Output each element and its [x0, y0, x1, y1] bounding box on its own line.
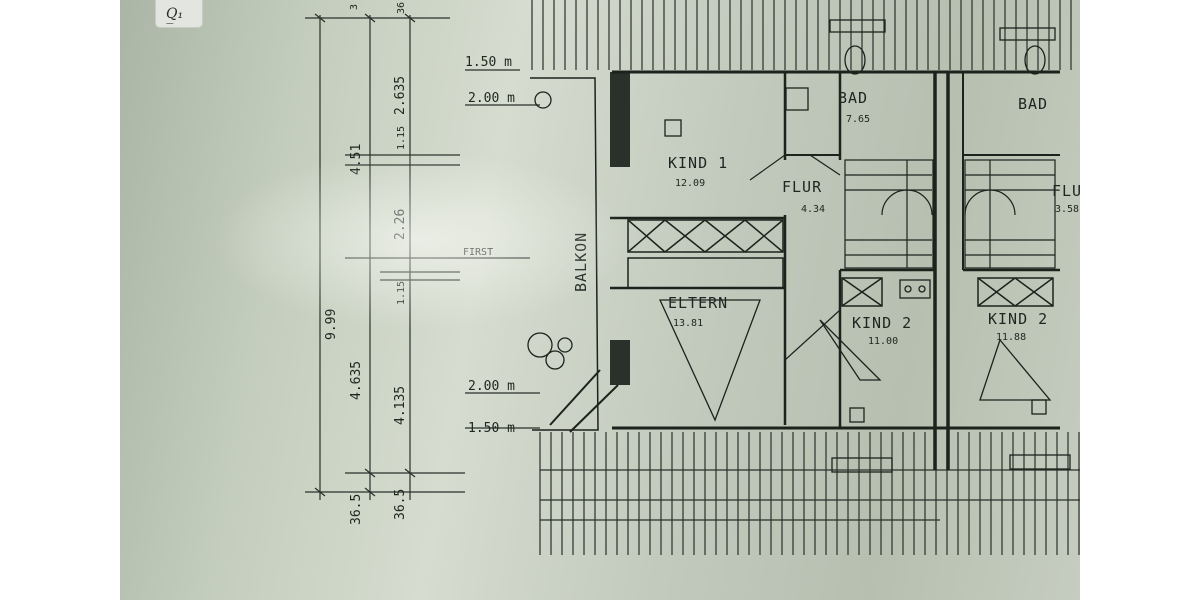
room-kind2-left-area: 11.00: [868, 336, 898, 347]
document-app-icon[interactable]: Q̲₁: [155, 0, 203, 28]
dim-2635: 2.635: [393, 76, 408, 115]
dim-top-200: 2.00 m: [468, 91, 515, 106]
dim-115-b: 1.15: [396, 281, 407, 305]
room-kind1-area: 12.09: [675, 178, 705, 189]
room-flur-left-area: 4.34: [801, 204, 825, 215]
room-eltern-area: 13.81: [673, 318, 703, 329]
room-flur-right-area: 3.58: [1055, 204, 1079, 215]
room-kind2-right-area: 11.88: [996, 332, 1026, 343]
room-kind2-left-name: KIND 2: [852, 314, 912, 332]
dim-115-a: 1.15: [396, 126, 407, 150]
room-bad-left-area: 7.65: [846, 114, 870, 125]
room-bad-right-name: BAD: [1018, 95, 1048, 113]
dim-top-3: 3: [349, 4, 360, 10]
wardrobe-units: [627, 219, 1054, 307]
room-bad-left-name: BAD: [838, 89, 868, 107]
roof-hatching-bottom: [539, 432, 1080, 555]
dim-4135: 4.135: [393, 386, 408, 425]
dim-top-150: 1.50 m: [465, 55, 512, 70]
dim-365-a: 36.5: [349, 494, 364, 525]
room-balkon-name: BALKON: [572, 232, 590, 292]
room-flur-right-name: FLU: [1052, 182, 1080, 200]
dim-bottom-150: 1.50 m: [468, 421, 515, 436]
room-kind2-right-name: KIND 2: [988, 310, 1048, 328]
document-app-icon-glyph: Q̲₁: [166, 6, 183, 24]
dim-226: 2.26: [393, 209, 408, 240]
roof-hatching-top: [531, 0, 1072, 70]
staircase: [844, 159, 1056, 269]
floor-plan: 1.50 m 2.00 m 2.00 m 1.50 m 9.99 4.51 4.…: [305, 0, 1080, 555]
dim-365-b: 36.5: [393, 489, 408, 520]
label-first: FIRST: [463, 247, 493, 258]
walls: [530, 70, 1060, 470]
corner-icon-text: Q̲₁: [166, 6, 183, 24]
furniture: [527, 19, 1071, 473]
dim-upper-451: 4.51: [349, 144, 364, 175]
room-kind1-name: KIND 1: [668, 154, 728, 172]
dim-top-36: 36: [396, 2, 407, 14]
room-eltern-name: ELTERN: [668, 294, 728, 312]
dim-total: 9.99: [324, 309, 339, 340]
blueprint-photo: 1.50 m 2.00 m 2.00 m 1.50 m 9.99 4.51 4.…: [120, 0, 1080, 600]
dim-lower-4635: 4.635: [349, 361, 364, 400]
dim-bottom-200: 2.00 m: [468, 379, 515, 394]
room-flur-left-name: FLUR: [782, 178, 822, 196]
